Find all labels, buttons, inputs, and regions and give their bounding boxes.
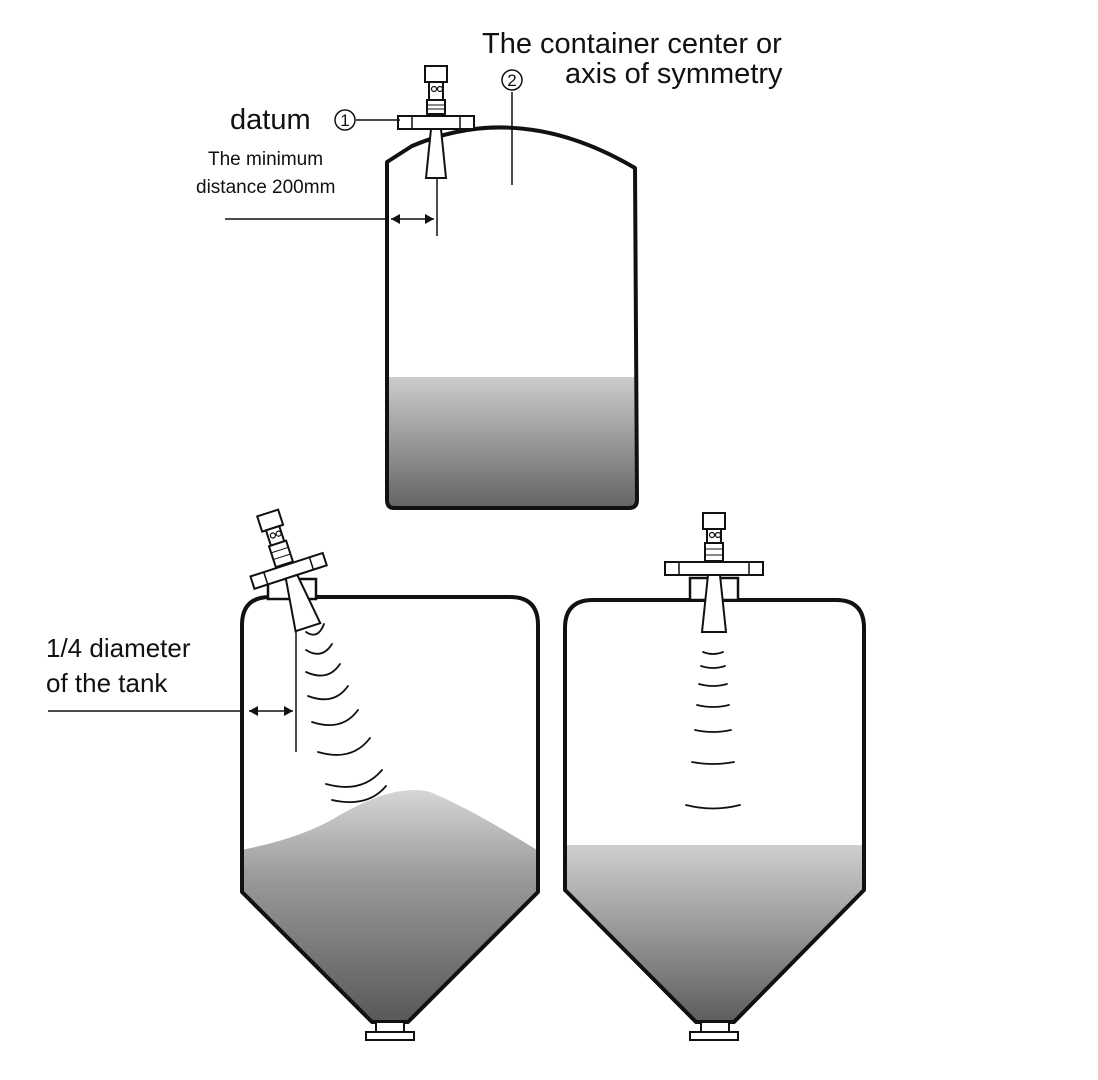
left-tank-outline bbox=[240, 595, 540, 1024]
axis-of-symmetry-label: axis of symmetry bbox=[565, 58, 783, 90]
left-tank-outlet bbox=[375, 1021, 405, 1033]
axis-marker: 2 bbox=[501, 69, 523, 91]
minimum-distance-label-line1: The minimum bbox=[208, 149, 324, 170]
right-tank-outline bbox=[563, 598, 866, 1024]
top-radar-sensor bbox=[397, 65, 475, 236]
quarter-diameter-dimension bbox=[48, 706, 293, 716]
top-tank-liquid bbox=[387, 377, 637, 508]
minimum-distance-label-line2: distance 200mm bbox=[196, 177, 336, 198]
top-tank bbox=[385, 92, 639, 510]
left-radar-waves bbox=[305, 623, 387, 804]
right-tank-outlet bbox=[700, 1021, 730, 1033]
quarter-diameter-label-line2: of the tank bbox=[46, 668, 168, 698]
right-radar-sensor bbox=[664, 512, 764, 633]
datum-label: datum bbox=[230, 104, 311, 136]
left-conical-tank bbox=[240, 577, 540, 1041]
top-tank-outline bbox=[385, 125, 639, 510]
datum-marker bbox=[334, 109, 356, 131]
right-tank-liquid bbox=[565, 845, 864, 1022]
left-radar-sensor bbox=[249, 508, 328, 633]
quarter-diameter-label-line1: 1/4 diameter bbox=[46, 633, 191, 663]
datum-leader: 1 bbox=[334, 109, 400, 131]
right-radar-waves bbox=[685, 651, 741, 810]
container-center-label: The container center or bbox=[482, 28, 782, 60]
minimum-distance-dimension bbox=[225, 214, 434, 224]
datum-marker-number: 1 bbox=[340, 111, 349, 130]
axis-marker-number: 2 bbox=[507, 71, 516, 90]
left-tank-material-heap bbox=[242, 790, 538, 1022]
